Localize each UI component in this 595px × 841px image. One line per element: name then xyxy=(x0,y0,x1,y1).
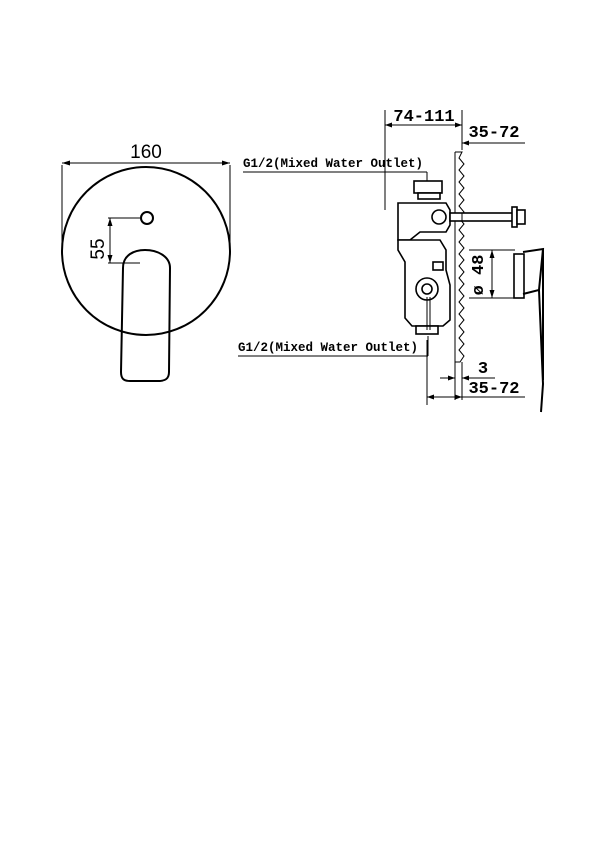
valve-spindle xyxy=(449,206,526,228)
side-view: 74-111 35-72 G1/2(Mixed Water Outlet) xyxy=(238,108,545,413)
handle-profile xyxy=(513,247,545,413)
wall-profile xyxy=(455,151,465,363)
wall-range-bottom-dimension: 35-72 xyxy=(468,380,519,399)
wall-range-top-dimension: 35-72 xyxy=(468,124,519,143)
top-outlet-callout: G1/2(Mixed Water Outlet) xyxy=(243,157,423,171)
depth-range-dimension: 74-111 xyxy=(393,108,454,127)
valve-body xyxy=(397,180,451,335)
diverter-button xyxy=(140,211,154,225)
height-dimension: 55 xyxy=(88,238,109,259)
width-dimension: 160 xyxy=(130,142,162,163)
plate-thickness-dimension: 3 xyxy=(478,360,488,379)
front-view: 160 55 xyxy=(61,142,231,382)
lever-handle xyxy=(119,248,172,382)
trim-plate xyxy=(61,166,231,336)
bottom-outlet-callout: G1/2(Mixed Water Outlet) xyxy=(238,341,418,355)
diameter-dimension: ø 48 xyxy=(470,255,489,296)
